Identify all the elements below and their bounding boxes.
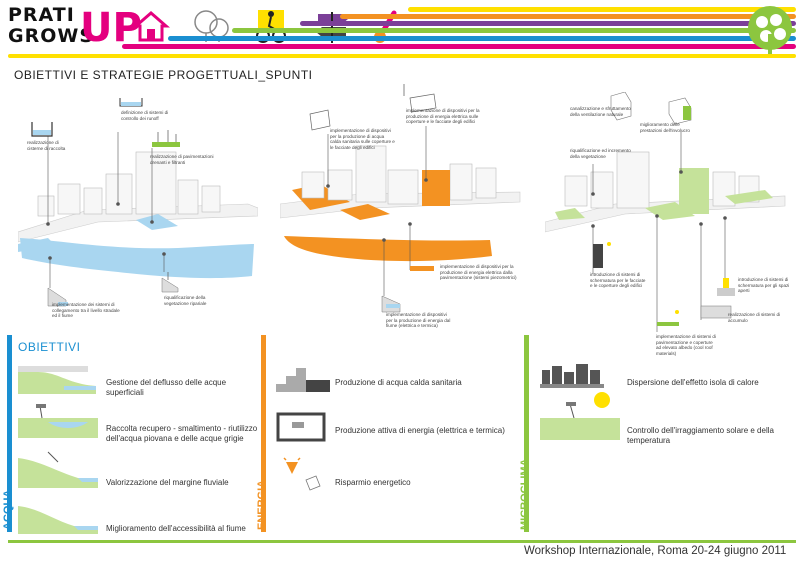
note-water-4: implementazione dei sistemi di collegame… bbox=[52, 302, 120, 318]
note-energy-1: implementazione di dispositivi per la pr… bbox=[330, 128, 395, 150]
microclima-bar bbox=[524, 335, 529, 532]
note-micro-6: realizzazione di sistemi di accumulo bbox=[728, 312, 781, 323]
note-micro-7: implementazione di sistemi di pavimentaz… bbox=[656, 334, 716, 356]
tree-logo-icon bbox=[748, 6, 792, 54]
acqua-thumb-2 bbox=[18, 404, 98, 438]
water-diagram bbox=[18, 98, 258, 307]
note-water-3: realizzazione di pavimentazioni drenanti… bbox=[150, 154, 214, 165]
footer-text: Workshop Internazionale, Roma 20-24 giug… bbox=[524, 545, 787, 557]
note-water-1: realizzazione di cisterne di raccolta bbox=[27, 140, 66, 151]
logo-text-grows: GROWS bbox=[8, 25, 95, 47]
acqua-item-2: Raccolta recupero - smaltimento - riutil… bbox=[106, 424, 258, 443]
footer-line bbox=[8, 540, 796, 543]
energia-thumb-2 bbox=[276, 412, 326, 442]
energia-item-3: Risparmio energetico bbox=[335, 478, 411, 487]
acqua-item-4: Miglioramento dell'accessibilità al fium… bbox=[106, 524, 246, 533]
microclima-item-1: Dispersione dell'effetto isola di calore bbox=[627, 378, 759, 387]
acqua-bar bbox=[7, 335, 12, 532]
microclima-thumb-2 bbox=[540, 392, 620, 440]
house-icon bbox=[132, 11, 170, 42]
logo-text-prati: PRATI bbox=[8, 4, 75, 26]
acqua-item-3: Valorizzazione del margine fluviale bbox=[106, 478, 229, 487]
acqua-thumb-1 bbox=[18, 366, 96, 394]
objectives-title: OBIETTIVI bbox=[18, 340, 81, 354]
note-energy-2: implementazione di dispositivi per la pr… bbox=[406, 108, 480, 124]
logo-text-up: UP bbox=[80, 5, 142, 51]
section-title: OBIETTIVI E STRATEGIE PROGETTUALI_SPUNTI bbox=[14, 68, 313, 82]
acqua-label: ACQUA bbox=[2, 489, 14, 530]
note-water-2: definizione di sistemi di controllo dei … bbox=[121, 110, 169, 121]
energy-diagram bbox=[280, 84, 521, 313]
energia-bar bbox=[261, 335, 266, 532]
microclima-item-2: Controllo dell'irraggiamento solare e de… bbox=[627, 426, 774, 445]
energia-item-1: Produzione di acqua calda sanitaria bbox=[335, 378, 462, 387]
microclima-label: MICROCLIMA bbox=[519, 458, 531, 531]
note-micro-2: miglioramento delle prestazioni dell'inv… bbox=[640, 122, 690, 133]
note-micro-4: introduzione di sistemi di schermatura p… bbox=[590, 272, 646, 288]
note-water-5: riqualificazione della vegetazione ripar… bbox=[164, 295, 207, 306]
note-micro-1: canalizzazione e sfruttamento della vent… bbox=[570, 106, 631, 117]
energia-label: ENERGIA bbox=[256, 479, 268, 530]
note-energy-3: implementazione di dispositivi per la pr… bbox=[440, 264, 517, 280]
energia-thumb-1 bbox=[276, 368, 330, 392]
energia-item-2: Produzione attiva di energia (elettrica … bbox=[335, 426, 505, 435]
microclima-thumb-1 bbox=[540, 364, 604, 388]
note-micro-5: introduzione di sistemi di schermatura p… bbox=[738, 277, 790, 293]
acqua-thumb-3 bbox=[18, 451, 98, 488]
note-energy-4: implementazione di dispositivi per la pr… bbox=[386, 312, 451, 328]
acqua-thumb-4 bbox=[18, 506, 98, 534]
microclimate-diagram bbox=[545, 92, 786, 332]
lightbulb-icon bbox=[283, 457, 321, 491]
note-micro-3: riqualificazione ed incremento della veg… bbox=[570, 148, 631, 159]
acqua-item-1: Gestione del deflusso delle acque superf… bbox=[106, 378, 227, 397]
